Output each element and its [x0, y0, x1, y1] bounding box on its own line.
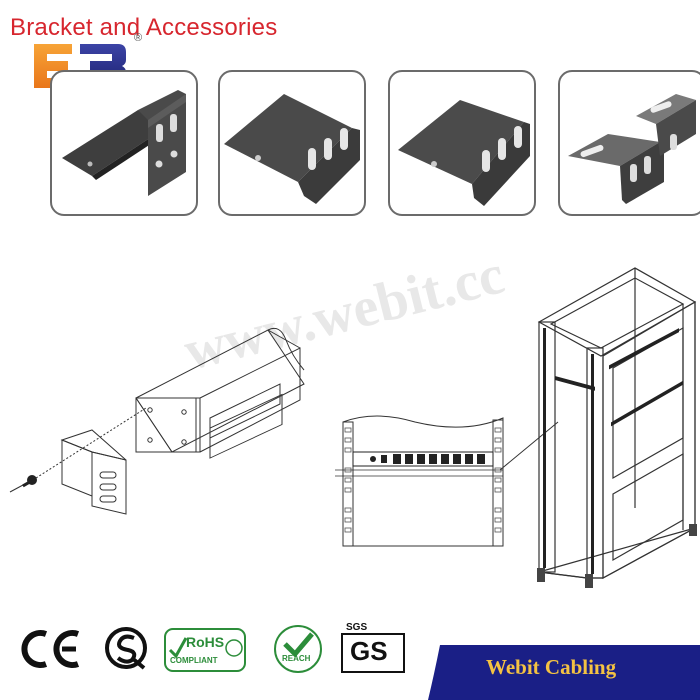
screw-icon	[22, 475, 37, 488]
rohs-label: RoHS	[186, 634, 225, 650]
footer-brand-text: Webit Cabling	[486, 655, 617, 679]
reach-badge-icon	[274, 625, 322, 673]
product-card-bracket-4	[558, 70, 700, 216]
rohs-badge-icon	[164, 628, 246, 672]
installation-diagram	[9, 327, 305, 515]
bracket-4-image	[568, 94, 696, 204]
ce-mark	[20, 628, 82, 670]
rohs-compliant-label: COMPLIANT	[170, 656, 218, 665]
footer-bar	[428, 645, 700, 700]
gs-label: GS	[350, 636, 388, 666]
pdu-detail-drawing	[335, 415, 504, 547]
product-card-bracket-3	[388, 70, 536, 216]
registered-mark: ®	[134, 32, 143, 44]
footer-brand: Webit Cabling	[428, 645, 700, 700]
reach-label: REACH	[282, 654, 311, 663]
sgs-gs-badge: SGS GS	[340, 622, 410, 674]
server-rack-drawing	[537, 267, 697, 588]
sgs-label: SGS	[346, 622, 368, 633]
bracket-3-image	[398, 100, 530, 206]
quality-mark	[104, 626, 148, 670]
sgs-gs-icon	[341, 633, 405, 673]
bracket-1-image	[62, 90, 186, 196]
page-title: Bracket and Accessories	[10, 14, 278, 41]
bracket-2-image	[224, 94, 360, 204]
product-card-bracket-1	[50, 70, 198, 216]
quality-mark-icon	[105, 627, 147, 670]
rohs-badge: RoHS COMPLIANT	[164, 628, 246, 672]
ce-mark-icon	[21, 630, 80, 668]
reach-badge: REACH	[272, 624, 324, 674]
product-card-bracket-2	[218, 70, 366, 216]
callout-line	[500, 421, 559, 471]
